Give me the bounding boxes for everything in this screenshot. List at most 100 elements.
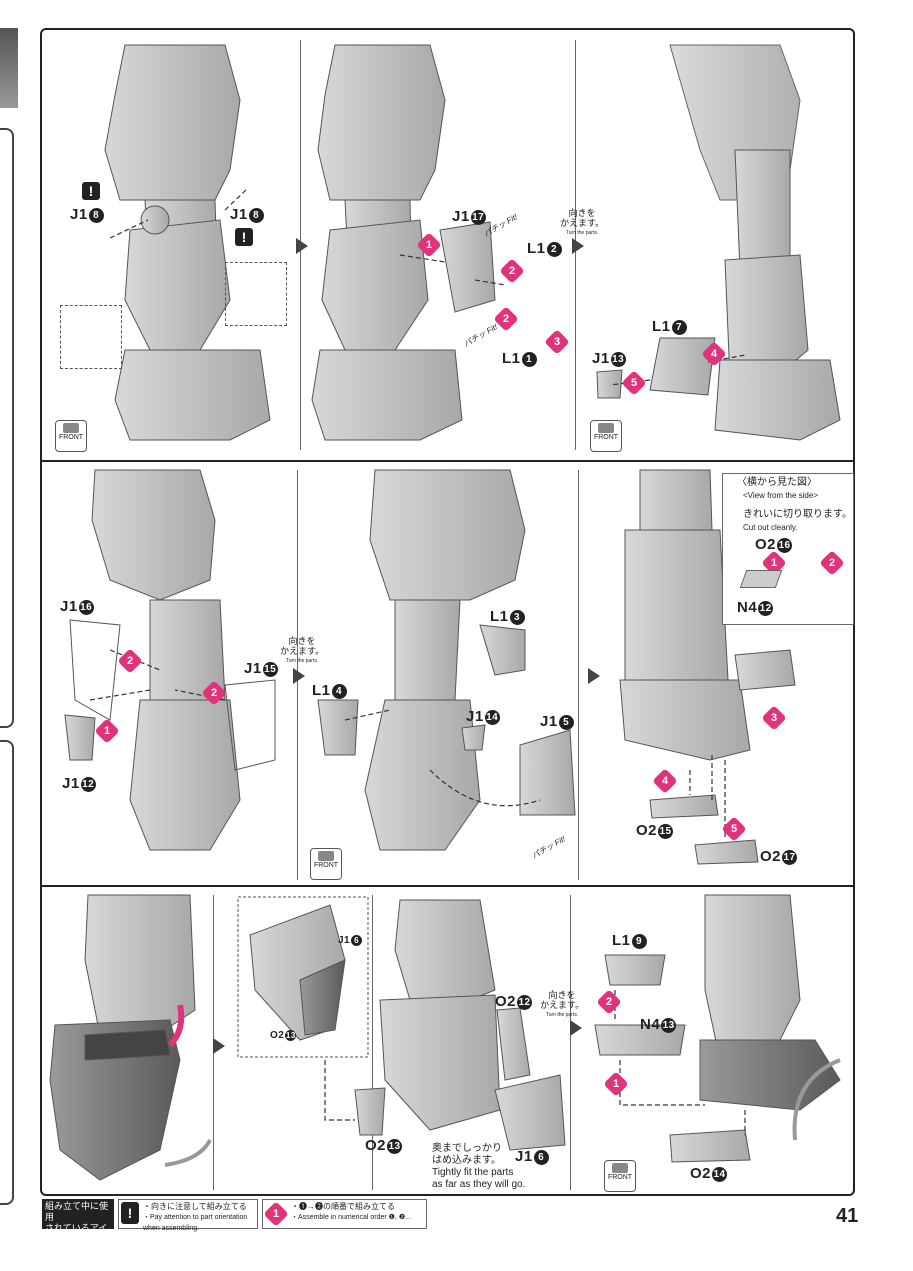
step-number: 1 <box>425 239 433 251</box>
step-number: 4 <box>710 348 718 360</box>
turn-parts-note: 向きをかえます。Turn the parts. <box>280 636 324 666</box>
page-edge-strip <box>0 28 18 108</box>
part-number: 4 <box>331 683 347 699</box>
next-arrow <box>588 668 600 684</box>
part-number: 13 <box>661 1017 677 1033</box>
part-code: O2 <box>495 993 517 1010</box>
step-number: 1 <box>103 725 111 737</box>
part-code: J1 <box>515 1148 533 1165</box>
part-number: 3 <box>509 609 525 625</box>
part-number: 12 <box>517 994 533 1010</box>
part-number: 16 <box>78 599 94 615</box>
next-arrow <box>572 238 584 254</box>
part-code: O2 <box>755 536 777 553</box>
detail-panel-8 <box>237 896 369 1058</box>
step-number: 1 <box>612 1078 620 1090</box>
turn-jp-2: かえます。 <box>540 1000 585 1010</box>
legend-title: 組み立て中に使用 されているアイコン Symbols used in instr… <box>42 1199 114 1268</box>
turn-jp-1: 向きを <box>568 208 596 218</box>
turn-jp-2: かえます。 <box>560 218 605 228</box>
turn-jp-1: 向きを <box>548 990 576 1000</box>
front-icon <box>63 423 79 433</box>
part-code: J1 <box>60 598 78 615</box>
front-indicator: FRONT <box>310 848 342 880</box>
front-label: FRONT <box>313 862 339 869</box>
step-number: 2 <box>828 557 836 569</box>
leg-panel-6 <box>619 469 796 865</box>
part-code: O2 <box>270 1030 285 1042</box>
part-code: J1 <box>244 660 262 677</box>
part-code: O2 <box>760 848 782 865</box>
tight-fit-en-1: Tightly fit the parts <box>432 1167 514 1178</box>
part-number: 9 <box>631 933 647 949</box>
front-label: FRONT <box>58 434 84 441</box>
turn-parts-note: 向きをかえます。 Turn the parts. <box>560 208 604 238</box>
tight-fit-en-2: as far as they will go. <box>432 1179 526 1190</box>
page-edge-panel-top <box>0 128 14 728</box>
step-number: 3 <box>770 712 778 724</box>
warning-icon: ! <box>82 182 100 200</box>
step-number: 2 <box>502 313 510 325</box>
part-number: 13 <box>285 1030 297 1041</box>
part-code: O2 <box>636 822 658 839</box>
legend-order: 1 ・❶→❷の順番で組み立てる ・Assemble in numerical o… <box>262 1199 427 1229</box>
orient-en-1: ・Pay attention to part orientation <box>143 1214 248 1221</box>
part-number: 12 <box>80 776 96 792</box>
part-code: J1 <box>452 208 470 225</box>
turn-en: Turn the parts. <box>285 658 319 664</box>
part-number: 16 <box>777 537 793 553</box>
part-code: L1 <box>502 350 521 367</box>
step-number: 4 <box>661 775 669 787</box>
step-number: 3 <box>553 336 561 348</box>
leg-panel-9 <box>354 899 566 1151</box>
step-number: 5 <box>630 377 638 389</box>
legend-jp-1: 組み立て中に使用 <box>45 1201 109 1222</box>
part-code: N4 <box>640 1016 661 1033</box>
part-code: J1 <box>338 935 351 947</box>
part-code: L1 <box>612 932 631 949</box>
step-1: 1 <box>263 1201 289 1227</box>
side-view-title-en: <View from the side> <box>743 491 819 500</box>
front-label: FRONT <box>607 1174 633 1181</box>
orient-jp: ・向きに注意して組み立てる <box>143 1202 247 1211</box>
part-number: 8 <box>88 207 104 223</box>
leg-panel-5 <box>317 469 576 851</box>
front-indicator: FRONT <box>55 420 87 452</box>
part-code: L1 <box>490 608 509 625</box>
cut-note-en: Cut out cleanly. <box>743 523 798 532</box>
side-view-box: 〈横から見た図〉 <View from the side> きれいに切り取ります… <box>722 473 854 625</box>
leg-panel-7 <box>49 894 196 1181</box>
leg-illustrations <box>49 44 841 1181</box>
next-arrow <box>570 1020 582 1036</box>
col-divider-r3-b <box>372 895 373 1190</box>
leg-panel-3 <box>596 44 841 441</box>
turn-en: Turn the parts. <box>565 230 599 236</box>
part-number: 17 <box>470 209 486 225</box>
cut-note-jp: きれいに切り取ります。 <box>743 509 852 520</box>
part-code: J1 <box>62 775 80 792</box>
turn-en: Turn the parts. <box>545 1012 579 1018</box>
next-arrow <box>296 238 308 254</box>
part-code: L1 <box>527 240 546 257</box>
front-icon <box>612 1163 628 1173</box>
part-number: 17 <box>782 849 798 865</box>
part-number: 5 <box>558 714 574 730</box>
legend-jp-2: されているアイコン <box>45 1223 108 1244</box>
warning-icon: ! <box>121 1202 139 1224</box>
front-indicator: FRONT <box>590 420 622 452</box>
part-code: L1 <box>652 318 671 335</box>
part-code: N4 <box>737 599 758 616</box>
part-number: 12 <box>758 600 774 616</box>
part-number: 14 <box>712 1166 728 1182</box>
orient-en-2: when assembling. <box>143 1225 200 1232</box>
